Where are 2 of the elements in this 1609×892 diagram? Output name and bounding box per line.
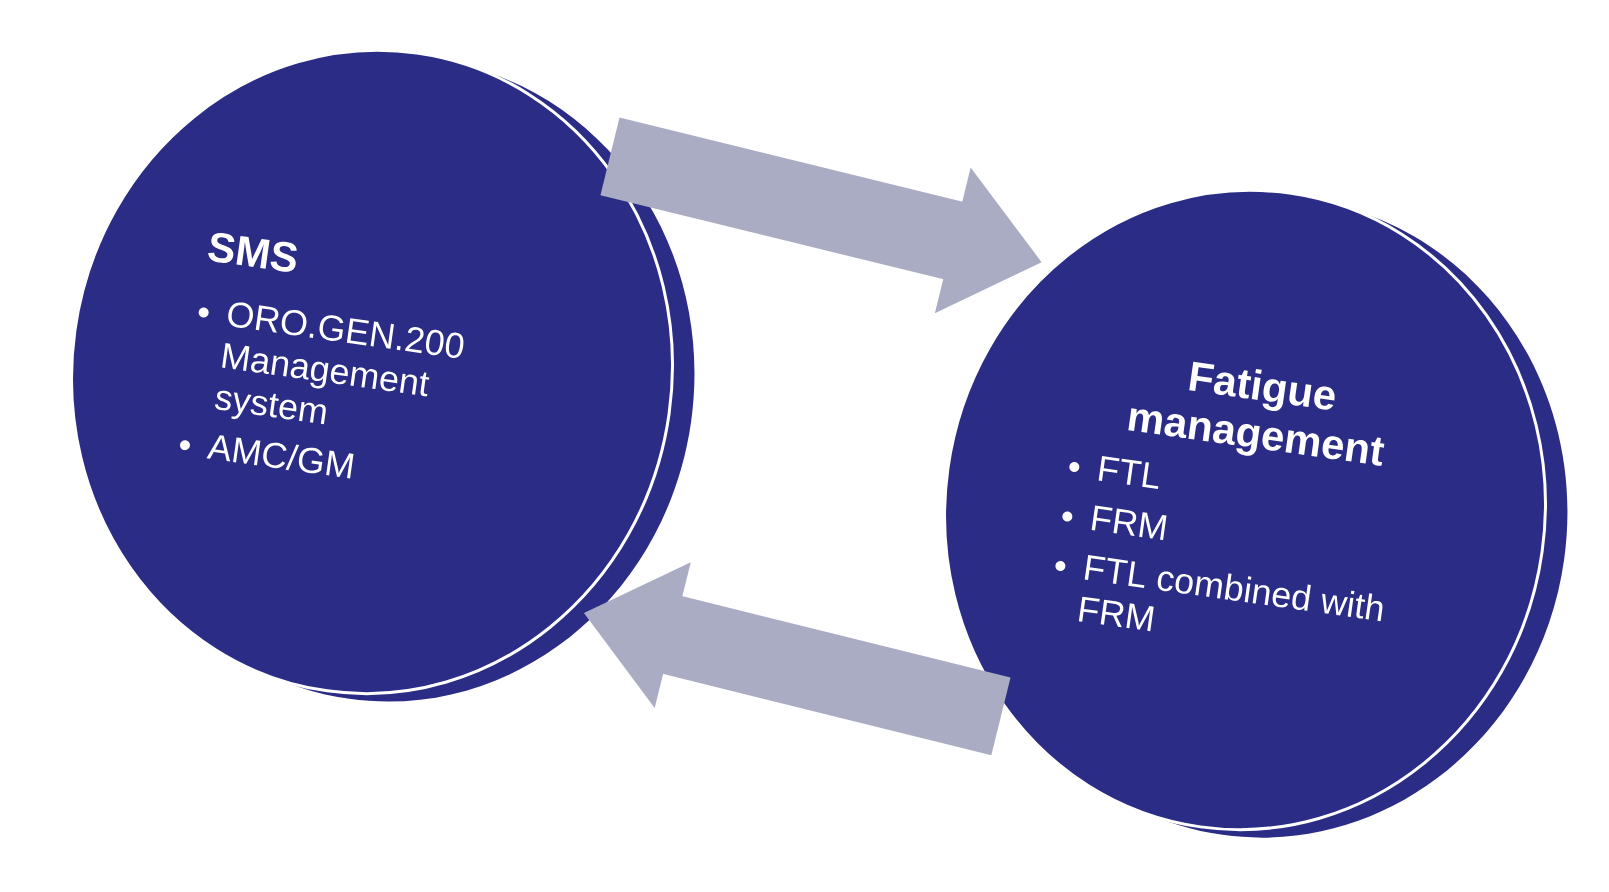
- disc: SMS ORO.GEN.200 Management system AMC/GM: [70, 48, 695, 702]
- disc: Fatigue management FTL FRM FTL combined with FRM: [943, 188, 1568, 838]
